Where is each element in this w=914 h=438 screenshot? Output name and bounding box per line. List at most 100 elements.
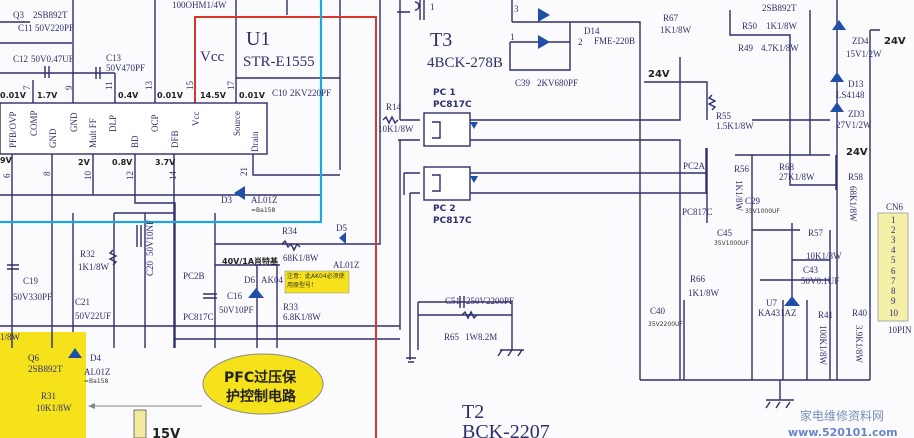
pin-number: 15 [185, 81, 195, 91]
voltage-readout: 0.01V [239, 91, 266, 100]
optocoupler-pc1: PC 1 PC817C [423, 88, 478, 147]
component-label: 4.7K1/8W [761, 43, 799, 53]
component-label: D6 [244, 275, 255, 285]
component-labels: Q3 2SB892T C11 50V220PF C12 50V0.47UF C1… [0, 0, 882, 413]
component-label: R14 [386, 102, 402, 112]
component-label: C40 [650, 306, 666, 316]
pin-label: GND [48, 128, 58, 148]
warning-note-box [284, 270, 350, 294]
ic-ref: U1 [246, 28, 270, 50]
voltage-readout: 0.01V [0, 91, 27, 100]
component-label: ZD3 [848, 109, 865, 119]
component-label: R57 [808, 228, 824, 238]
component-label: 1 [510, 32, 515, 42]
component-label: 7 [891, 276, 896, 286]
component-label: C45 [717, 228, 733, 238]
pin-label: PFB/OVP [8, 111, 18, 148]
component-label: PC 2 [433, 204, 456, 214]
component-label: C43 [803, 265, 819, 275]
vcc-trace [194, 16, 377, 438]
component-label: C16 [227, 291, 243, 301]
component-label: R66 [690, 274, 706, 284]
component-label: 50V22UF [75, 311, 111, 321]
component-label: R33 [283, 302, 299, 312]
component-label: 6 [891, 266, 896, 276]
pfc-callout-line1: PFC过压保 [224, 369, 297, 386]
component-label: 1K1/8W [78, 262, 110, 272]
component-label: 2SB892T [762, 3, 797, 13]
component-label: 1 [891, 215, 896, 225]
component-label: 8 [891, 286, 896, 296]
pin-number: 10 [83, 171, 93, 181]
component-label: FME-220B [594, 36, 635, 46]
component-label: 2 [578, 37, 583, 47]
pin-label: BD [130, 135, 140, 148]
pin-number: 9 [64, 85, 74, 90]
ic-part: STR-E1555 [243, 54, 315, 70]
component-label: R32 [80, 249, 95, 259]
pin-number: 13 [144, 81, 154, 91]
voltage-readout: 2V [78, 158, 91, 167]
component-label: =Ba158 [251, 207, 275, 214]
rail-24v: 24V [884, 36, 906, 47]
component-label: 5 [891, 255, 896, 265]
pin-label: GND [69, 112, 79, 132]
watermark-cn: 家电维修资料网 [800, 408, 884, 423]
component-label: 2SB892T [33, 10, 68, 20]
component-label: R65 [444, 332, 460, 342]
component-label: 15V1/2W [846, 49, 882, 59]
component-label: C12 [13, 54, 28, 64]
component-label: 2KV680PF [537, 78, 578, 88]
component-label: D14 [584, 26, 600, 36]
component-label: D5 [336, 223, 347, 233]
component-label: 10K1/8W [36, 403, 72, 413]
component-label: 27K1/8W [779, 172, 815, 182]
t3-part: 4BCK-278B [427, 55, 503, 71]
component-label: R49 [738, 43, 754, 53]
component-label: C10 [272, 88, 288, 98]
component-label: 68K1/8W [848, 186, 858, 222]
component-label: AL01Z [333, 260, 360, 270]
component-label: 10PIN [888, 325, 912, 335]
component-label: C39 [515, 78, 531, 88]
component-label: C20 [145, 260, 155, 276]
pin-label: COMP [29, 110, 39, 136]
component-label: 68K1/8W [283, 253, 319, 263]
component-label: R41 [818, 310, 833, 320]
component-label: 35V2200UF [648, 321, 683, 328]
component-label: 2 [891, 225, 896, 235]
voltage-readout: 0.01V [157, 91, 184, 100]
component-label: 1.5K1/8W [716, 121, 754, 131]
component-label: C13 [106, 53, 122, 63]
component-label: 1K1/8W [766, 21, 798, 31]
t2-ref: T2 [462, 401, 484, 423]
connector-15v [133, 409, 147, 438]
highlight-region [0, 332, 86, 438]
component-label: U7 [766, 298, 777, 308]
component-label: 50V330PF [13, 292, 52, 302]
component-label: C21 [75, 297, 90, 307]
component-label: C11 [18, 23, 33, 33]
component-label: PC 1 [433, 88, 456, 98]
t3-winding-icon [414, 0, 425, 20]
component-label: 6.8K1/8W [283, 312, 321, 322]
component-label: 1W8.2M [465, 332, 497, 342]
pin-label: Drain [250, 131, 260, 152]
optocoupler-pc2: PC 2 PC817C [423, 166, 478, 226]
component-label: 50V10NF [145, 220, 155, 256]
component-label: R58 [848, 172, 864, 182]
pin-number: 11 [104, 81, 114, 90]
t2-part: BCK-2207 [462, 421, 550, 438]
pfc-callout-line2: 护控制电路 [226, 388, 297, 405]
component-label: R56 [734, 164, 750, 174]
pin-label: Source [232, 111, 242, 136]
component-label: D3 [221, 195, 232, 205]
diode-icons [68, 8, 846, 358]
rail-24v: 24V [846, 147, 868, 158]
component-label: 2SB892T [28, 364, 63, 374]
vcc-label: Vcc [200, 49, 224, 65]
component-label: 10K1/8W [378, 124, 414, 134]
component-label: AL01Z [251, 195, 278, 205]
